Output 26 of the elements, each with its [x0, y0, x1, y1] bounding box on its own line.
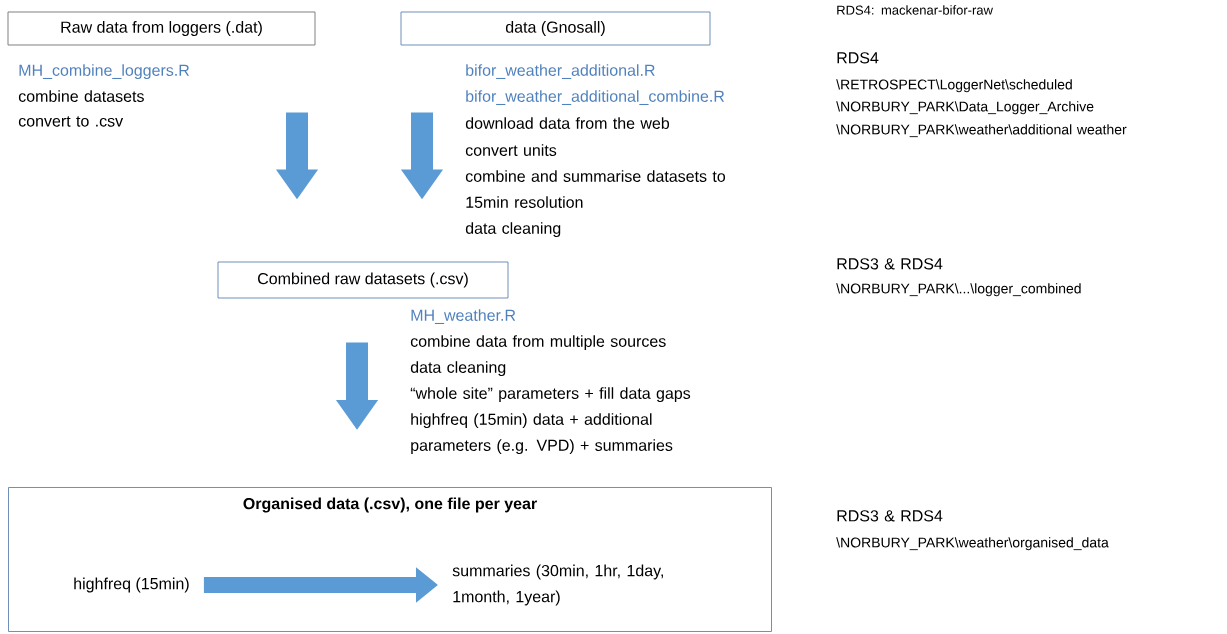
step-text: convert to .csv — [18, 116, 124, 127]
step-text: combine datasets — [18, 90, 144, 102]
step-text: combine data from multiple sources — [410, 335, 666, 351]
step-text: data cleaning — [465, 222, 561, 238]
step-text: data cleaning — [410, 361, 506, 377]
script-name: MH_combine_loggers.R — [19, 64, 190, 80]
storage-path: \NORBURY_PARK\weather\additional weather — [836, 124, 1127, 138]
process-box: Raw data from loggers (.dat) — [7, 11, 316, 46]
node-text: summaries (30min, 1hr, 1day, 1month, 1year) — [452, 564, 663, 606]
storage-heading: RDS3 & RDS4 — [837, 258, 943, 270]
storage-path: RDS4: mackenar-bifor-raw — [837, 5, 993, 15]
storage-path: \NORBURY_PARK\...\logger_combined — [836, 283, 1081, 297]
storage-path: \NORBURY_PARK\weather\organised_data — [836, 537, 1109, 551]
step-text: highfreq (15min) data + additional parameters (e.g. VPD) + summaries — [411, 413, 673, 455]
script-name: bifor_weather_additional_combine.R — [466, 90, 725, 105]
step-text: “whole site” parameters + fill data gaps — [410, 387, 691, 403]
storage-path: \RETROSPECT\LoggerNet\scheduled — [836, 79, 1072, 93]
step-text: convert units — [465, 144, 557, 156]
process-box: data (Gnosall) — [400, 11, 711, 46]
storage-path: \NORBURY_PARK\Data_Logger_Archive — [836, 101, 1094, 115]
script-name: bifor_weather_additional.R — [466, 64, 655, 79]
storage-heading: RDS4 — [837, 52, 879, 64]
process-box: Combined raw datasets (.csv) — [217, 261, 509, 299]
step-text: download data from the web — [465, 117, 670, 129]
node-text: highfreq (15min) — [74, 577, 189, 593]
storage-heading: RDS3 & RDS4 — [837, 510, 943, 522]
